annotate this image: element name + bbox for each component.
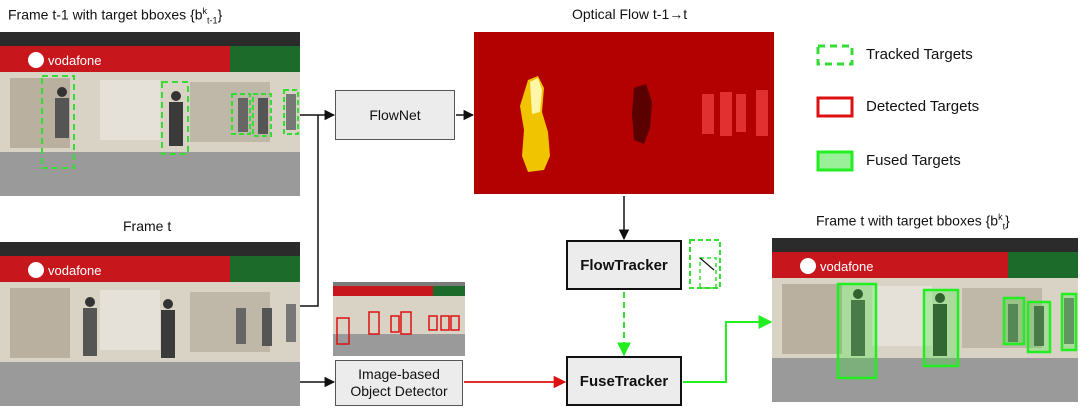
fusetracker-block: FuseTracker [566,356,682,406]
store-sign-text: vodafone [820,259,874,274]
frame-out-title: Frame t with target bboxes {bkt} [816,212,1010,232]
legend-fused-label: Fused Targets [866,152,961,169]
frame-prev-title: Frame t-1 with target bboxes {bkt-1} [8,6,223,26]
flowtracker-block: FlowTracker [566,240,682,290]
legend-fused-swatch [816,150,854,172]
legend-tracked-label: Tracked Targets [866,46,973,63]
frame-prev-image: vodafone [0,32,300,196]
arrow-fusetracker-to-output [683,315,773,383]
store-sign-text: vodafone [48,263,102,278]
legend-detected-swatch [816,96,854,118]
frame-t-title: Frame t [123,218,172,234]
tracked-box-icon [689,239,721,289]
store-sign-text: vodafone [48,53,102,68]
legend-tracked-swatch [816,44,854,66]
legend-detected-label: Detected Targets [866,98,980,115]
object-detector-block: Image-based Object Detector [335,360,463,406]
frame-t-image: vodafone [0,242,300,406]
optical-flow-title: Optical Flow t-1→t [572,6,688,22]
arrow-t-to-flownet [300,115,319,307]
flownet-block: FlowNet [335,90,455,140]
detector-thumbnail [333,282,465,356]
optical-flow-image [474,32,774,194]
frame-out-image: vodafone [772,238,1078,402]
